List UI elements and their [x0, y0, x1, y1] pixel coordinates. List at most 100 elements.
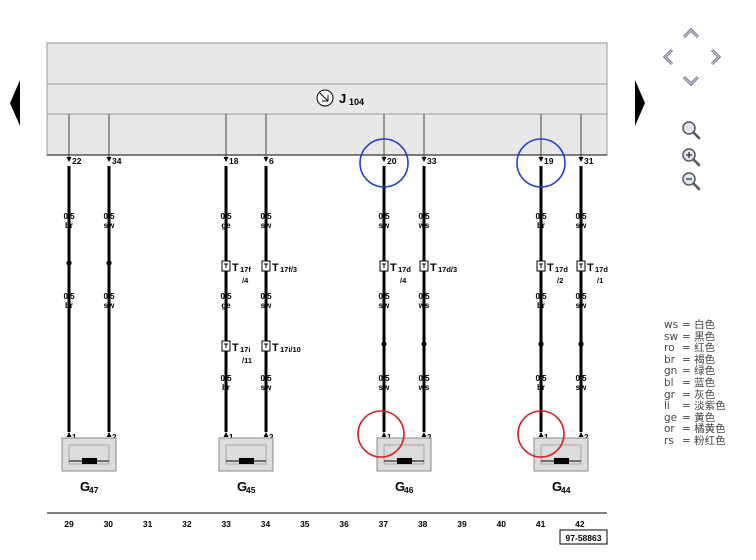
connector-pin: /4 [400, 276, 407, 285]
pin-number: 33 [427, 156, 437, 166]
next-page-button[interactable] [635, 80, 645, 126]
connector-letter: T [430, 262, 437, 274]
connector-sub: 17f [240, 265, 251, 274]
legend-code: ro [664, 342, 675, 355]
sensor: G44 [533, 437, 589, 495]
legend-code: li [664, 400, 670, 413]
wire-size: 0,5 [220, 212, 232, 221]
wire-size: 0,5 [575, 374, 587, 383]
arrow-up-icon [66, 432, 72, 437]
pan-control[interactable] [662, 27, 722, 87]
wire-color: sw [576, 383, 587, 392]
arrow-down-icon [421, 157, 427, 162]
legend-code: gr [664, 388, 675, 401]
prev-page-button[interactable] [10, 80, 20, 126]
legend-row: ro= 红色 [664, 342, 726, 355]
zoom-out-button[interactable] [682, 172, 701, 191]
pan-up-icon[interactable] [682, 27, 700, 39]
legend-color-name: 粉红色 [694, 434, 726, 447]
legend-equals: = [682, 388, 691, 401]
legend-row: gn = 绿色 [664, 366, 726, 378]
wire-size: 0,5 [418, 374, 430, 383]
connector-sub: 17d [595, 265, 608, 274]
wire-size: 0,5 [575, 292, 587, 301]
arrow-down-icon [381, 157, 387, 162]
highlight-circle-blue [359, 138, 409, 188]
legend-color-name: 白色 [694, 319, 716, 331]
legend-equals: = [682, 365, 691, 378]
highlight-marks [357, 138, 566, 458]
wire-size: 0,5 [418, 212, 430, 221]
wires-layer: 220,5br0,5br1340,5sw0,5sw2180,5ge0,5ge0,… [63, 114, 608, 442]
arrow-up-icon [538, 432, 544, 437]
legend-color-name: 褐色 [694, 353, 716, 366]
ruler-number: 40 [497, 519, 507, 529]
legend-row: bl= 蓝色 [664, 376, 726, 390]
wire-color: sw [379, 221, 390, 230]
legend-code: or [664, 423, 675, 436]
legend-equals: = [682, 434, 691, 447]
wire-size: 0,5 [378, 212, 390, 221]
arrow-down-icon [66, 157, 72, 162]
wire-color: br [537, 221, 545, 230]
wire-color: ws [418, 221, 430, 230]
connector-pin: /2 [557, 276, 563, 285]
sensor-label: G [395, 479, 405, 494]
pin-number: 19 [544, 156, 554, 166]
legend-code: sw [664, 330, 679, 343]
arrow-up-icon [223, 432, 229, 437]
legend-equals: = [682, 411, 691, 424]
legend-color-name: 绿色 [694, 365, 716, 378]
wire-size: 0,5 [260, 292, 272, 301]
connector-letter: T [272, 342, 279, 354]
connector-sub: 17i [240, 345, 250, 354]
ruler-number: 35 [300, 519, 310, 529]
legend-row: sw= 黑色 [664, 330, 726, 344]
ruler-number: 37 [379, 519, 389, 529]
wire-size: 0,5 [378, 292, 390, 301]
connector-letter: T [232, 262, 239, 274]
ruler-number: 31 [143, 519, 153, 529]
legend-code: bl [664, 376, 674, 389]
triangle-left-icon [10, 80, 20, 126]
ruler-number: 30 [104, 519, 114, 529]
zoom-in-button[interactable] [682, 148, 701, 167]
sensor-sub: 46 [404, 485, 414, 495]
wire-color: sw [261, 301, 272, 310]
module-sub: 104 [349, 97, 364, 107]
wire-color: br [65, 221, 73, 230]
wire-color: sw [576, 301, 587, 310]
wire-size: 0,5 [575, 212, 587, 221]
legend-row: ws= 白色 [664, 319, 726, 332]
pin-number: 6 [269, 156, 274, 166]
wire-color: br [537, 301, 545, 310]
pan-down-icon[interactable] [682, 75, 700, 87]
legend-color-name: 淡紫色 [694, 400, 726, 413]
connector-sub: 17d [555, 265, 568, 274]
wire-size: 0,5 [220, 292, 232, 301]
pan-right-icon[interactable] [710, 48, 722, 66]
zoom-fit-button[interactable] [682, 121, 701, 140]
wire-color: sw [379, 301, 390, 310]
pin-number: 22 [72, 156, 82, 166]
wire-color: sw [379, 383, 390, 392]
pin-number: 34 [112, 156, 122, 166]
pan-left-icon[interactable] [662, 48, 674, 66]
legend-code: gn [664, 365, 678, 378]
module-symbol-icon [316, 89, 334, 107]
legend-row: br= 褐色 [664, 353, 726, 367]
connector-sub: 17d [398, 265, 411, 274]
highlight-circle-red [517, 410, 565, 458]
sensor-label: G [80, 479, 90, 494]
ruler-number: 32 [182, 519, 192, 529]
legend-row: or= 橘黄色 [664, 424, 726, 436]
wire-size: 0,5 [535, 212, 547, 221]
ruler-number: 36 [339, 519, 349, 529]
